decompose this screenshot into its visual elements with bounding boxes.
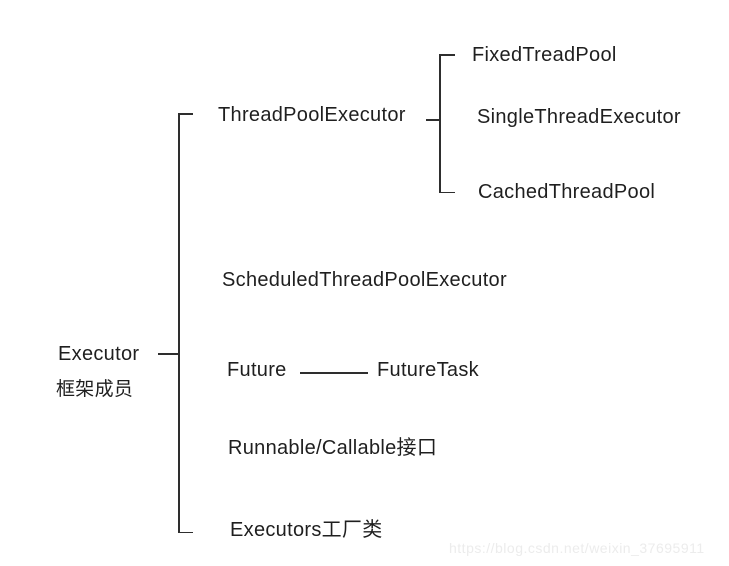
node-runnable-callable-interface: Runnable/Callable接口 (228, 437, 438, 459)
node-executor-root-sublabel: 框架成员 (56, 379, 134, 400)
child-bracket-vertical-line (439, 54, 441, 193)
future-futuretask-connector-line (300, 372, 368, 374)
node-scheduledthreadpoolexecutor: ScheduledThreadPoolExecutor (222, 269, 507, 291)
threadpoolexecutor-connector-line (426, 119, 439, 121)
node-executors-factory-class: Executors工厂类 (230, 519, 383, 541)
node-future: Future (227, 359, 287, 381)
child-bracket-top-stub-line (439, 54, 455, 56)
child-bracket-bottom-stub-line (439, 191, 455, 193)
root-connector-line (158, 353, 178, 355)
node-futuretask: FutureTask (377, 359, 479, 381)
main-bracket-bottom-stub-line (178, 531, 193, 533)
csdn-watermark-url: https://blog.csdn.net/weixin_37695911 (449, 540, 705, 556)
node-fixedtreadpool: FixedTreadPool (472, 44, 617, 66)
main-bracket-top-stub-line (178, 113, 193, 115)
node-threadpoolexecutor: ThreadPoolExecutor (218, 104, 406, 126)
main-bracket-vertical-line (178, 113, 180, 533)
node-singlethreadexecutor: SingleThreadExecutor (477, 106, 681, 128)
node-cachedthreadpool: CachedThreadPool (478, 181, 656, 203)
node-executor-root: Executor (58, 343, 140, 365)
